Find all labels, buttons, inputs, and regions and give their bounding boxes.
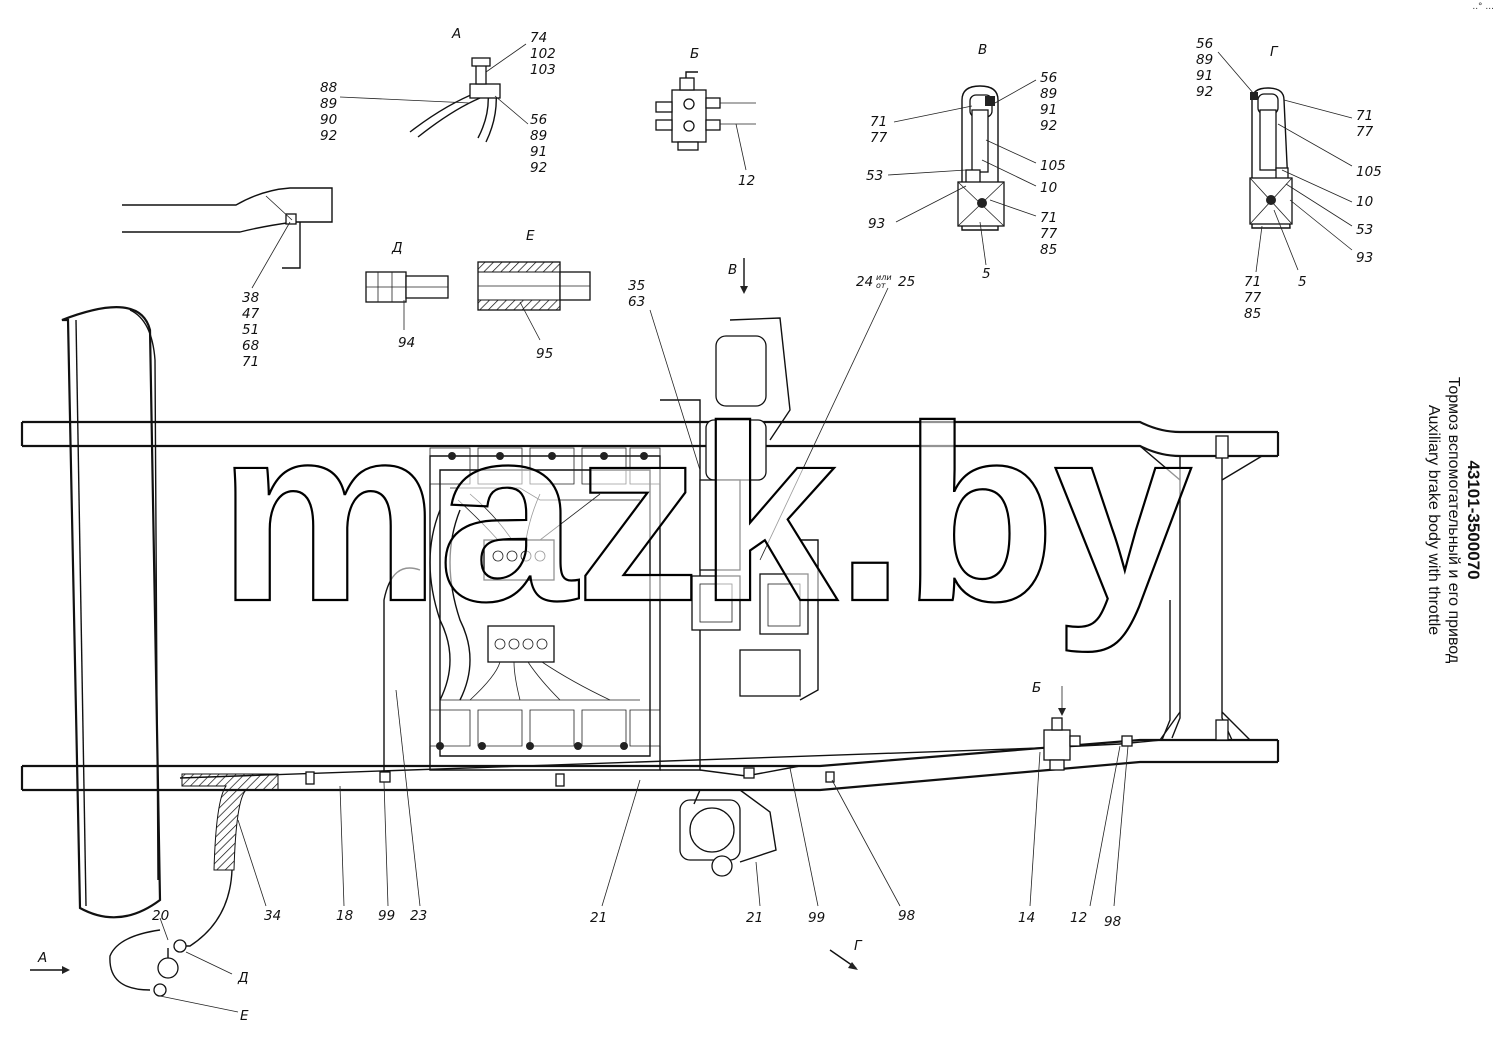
callout-g-10: 10: [1356, 194, 1373, 210]
callout-g-53: 53: [1356, 222, 1373, 238]
view-e: Е 95: [477, 228, 591, 362]
callout-20: 20: [152, 908, 169, 924]
callout-99-b: 99: [808, 910, 825, 926]
callout-24-or: или: [876, 273, 892, 282]
callout-v-93: 93: [868, 216, 885, 232]
callout-v-10: 10: [1040, 180, 1057, 196]
callout-21-b: 21: [746, 910, 763, 926]
callout-12: 12: [1070, 910, 1087, 926]
marker-e: Е: [240, 1008, 249, 1024]
callout-14: 14: [1018, 910, 1035, 926]
watermark: mazk.by: [218, 374, 1192, 653]
drawing-title-ru: Тормоз вспомогательный и его привод: [1445, 376, 1462, 664]
pipelines: [109, 567, 1171, 997]
marker-b: Б: [1032, 680, 1041, 696]
view-a-letter: А: [451, 26, 461, 42]
callout-99-a: 99: [378, 908, 395, 924]
view-d: Д 94: [365, 240, 449, 351]
view-v-letter: В: [978, 42, 987, 58]
callout-18: 18: [336, 908, 353, 924]
view-e-letter: Е: [526, 228, 535, 244]
view-b: Б 12: [655, 46, 756, 189]
callout-b-12: 12: [738, 173, 755, 189]
callout-23: 23: [410, 908, 427, 924]
drawing-title-en: Auxiliary brake body with throttle: [1425, 404, 1442, 636]
drawing-code: 43101-3500070: [1464, 460, 1483, 580]
callout-g-93: 93: [1356, 250, 1373, 266]
callout-v-5: 5: [982, 266, 991, 282]
callout-98-b: 98: [1104, 914, 1121, 930]
corner-mark: ..° ...: [1472, 2, 1494, 12]
callout-v-105: 105: [1040, 158, 1066, 174]
callout-v-53: 53: [866, 168, 883, 184]
view-d-letter: Д: [391, 240, 403, 256]
callout-e-95: 95: [536, 346, 553, 362]
marker-a: А: [37, 950, 47, 966]
callout-g-105: 105: [1356, 164, 1382, 180]
marker-g: Г: [854, 938, 863, 954]
callout-24: 24: [856, 274, 873, 290]
view-g-letter: Г: [1270, 44, 1279, 60]
callout-24-from: от: [876, 281, 886, 290]
drawing-title-block: 43101-3500070 Тормоз вспомогательный и е…: [1423, 340, 1483, 700]
callout-g-5: 5: [1298, 274, 1307, 290]
callout-25: 25: [898, 274, 915, 290]
callout-98-a: 98: [898, 908, 915, 924]
marker-d: Д: [237, 970, 249, 986]
callout-d-94: 94: [398, 335, 415, 351]
callout-21-a: 21: [590, 910, 607, 926]
chassis: [20, 306, 1280, 919]
view-b-letter: Б: [690, 46, 699, 62]
marker-v: В: [728, 262, 737, 278]
main-leaders: [30, 258, 1129, 1013]
engine: [429, 317, 819, 877]
callout-34: 34: [264, 908, 281, 924]
